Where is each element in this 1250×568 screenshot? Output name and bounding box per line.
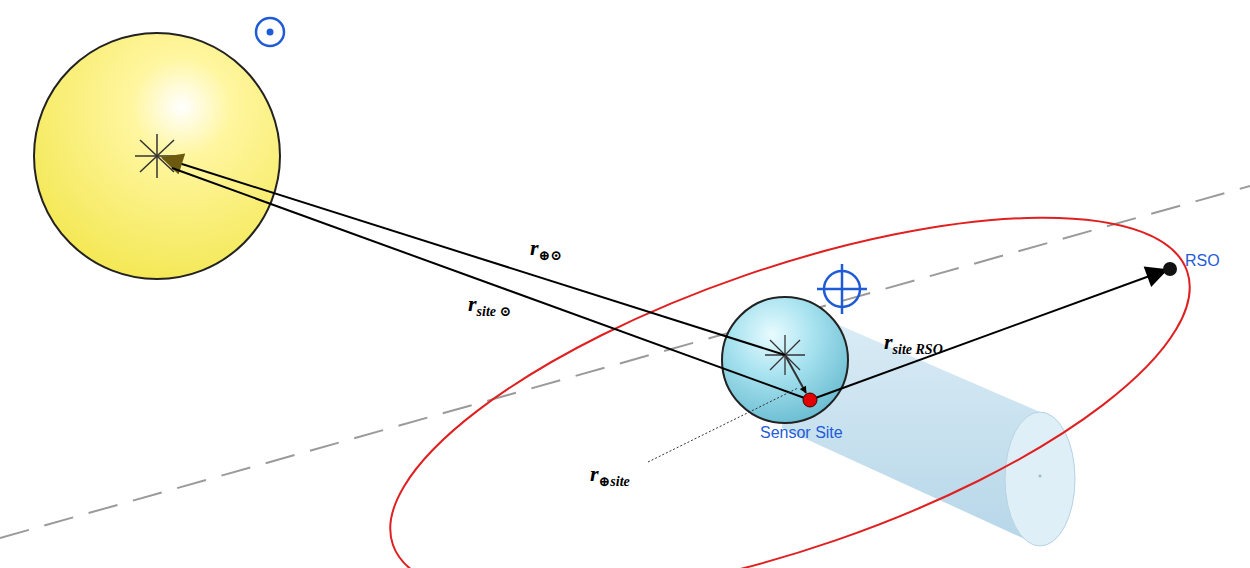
vector-label: r⊕site xyxy=(590,462,630,489)
vector-label: rsite ⊙ xyxy=(468,292,511,319)
site-label: Sensor Site xyxy=(760,424,843,442)
vector-label: rsite RSO xyxy=(884,330,943,357)
vector-label: r⊕⊙ xyxy=(530,236,562,263)
object-label: RSO xyxy=(1185,252,1220,270)
